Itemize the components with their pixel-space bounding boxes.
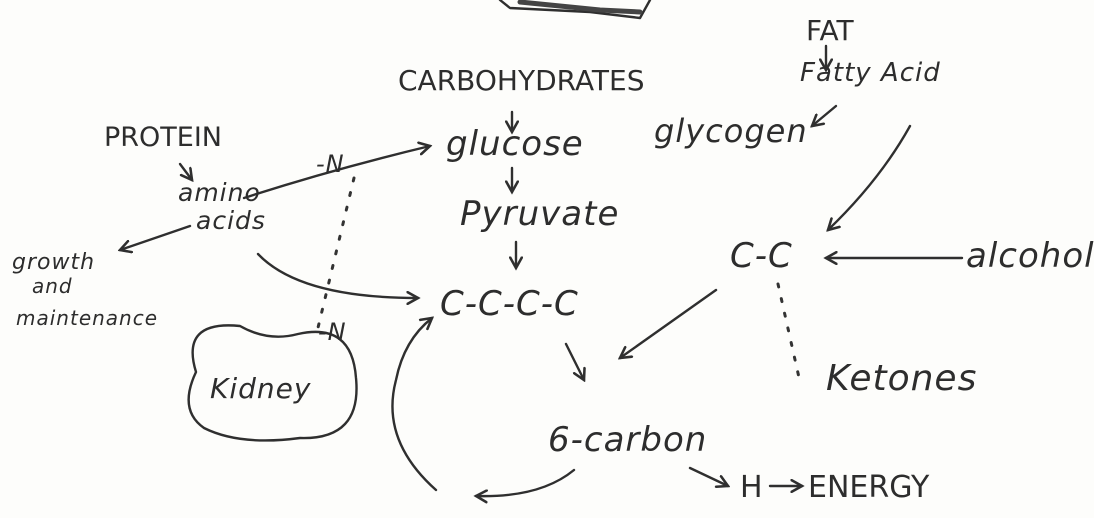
node-fat: FAT <box>806 14 854 47</box>
node-h: H <box>740 470 763 505</box>
node-6-carbon: 6-carbon <box>548 420 708 460</box>
arrow-amino-to-glucose <box>242 146 430 200</box>
arrow-loop-to-cccc <box>391 318 438 492</box>
kidney-shape <box>187 324 358 442</box>
arrow-amino-to-growth <box>120 224 192 250</box>
node-fatty-acid: Fatty Acid <box>800 58 941 88</box>
node-kidney: Kidney <box>210 372 312 405</box>
node-pyruvate: Pyruvate <box>460 194 620 234</box>
node-alcohol: alcohol <box>966 236 1094 276</box>
node-growth: growth <box>12 250 96 275</box>
box-fragment-edge <box>517 0 643 15</box>
arrow-6carbon-to-loop <box>476 468 576 496</box>
node-and: and <box>32 274 73 298</box>
arrow-amino-to-cccc <box>256 252 418 298</box>
node-amino: amino <box>178 178 261 207</box>
node-carbohydrates: CARBOHYDRATES <box>398 64 645 97</box>
node-cccc: C-C-C-C <box>440 284 579 324</box>
node-n-top: -N <box>316 150 345 178</box>
node-cc: C-C <box>730 236 793 276</box>
node-glucose: glucose <box>446 124 584 164</box>
arrow-cc-to-6carbon <box>620 288 718 358</box>
node-energy: ENERGY <box>808 470 930 505</box>
arrow-fattyacid-to-glycogen <box>812 104 838 126</box>
arrow-fat-to-cc <box>828 124 912 230</box>
node-acids: acids <box>196 206 266 235</box>
arrow-6carbon-to-h <box>688 466 728 486</box>
node-glycogen: glycogen <box>654 112 808 150</box>
dash-amino-to-kidney <box>314 176 356 338</box>
arrow-cccc-to-6carbon <box>564 342 584 380</box>
node-n-bottom: -N <box>318 318 347 346</box>
arrow-protein-to-amino <box>178 162 192 180</box>
node-ketones: Ketones <box>826 358 978 399</box>
box-fragment <box>498 0 652 20</box>
node-protein: PROTEIN <box>104 122 223 153</box>
node-maintenance: maintenance <box>16 306 159 330</box>
dash-cc-to-ketones <box>776 282 802 384</box>
